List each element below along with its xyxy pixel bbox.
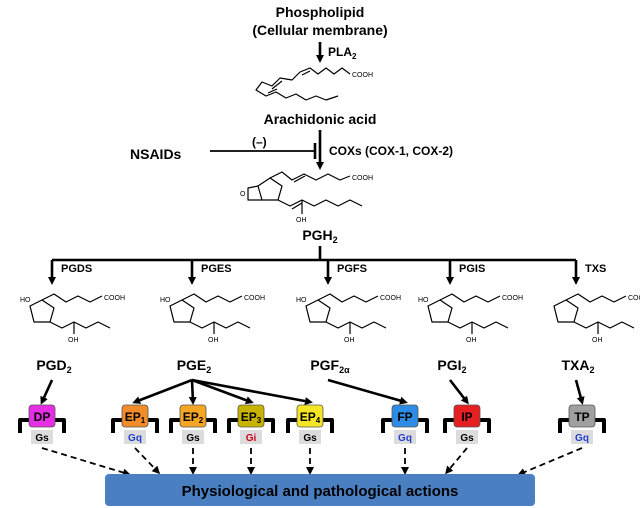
coxs-label: COXs (COX-1, COX-2): [329, 144, 453, 158]
pla2-label: PLA2: [328, 45, 357, 61]
cooh-label: COOH: [244, 295, 265, 302]
product-label: PGI2: [437, 357, 466, 375]
enzyme-label: TXS: [585, 263, 606, 275]
membrane-label: (Cellular membrane): [252, 22, 387, 38]
oh-label: OH: [592, 337, 603, 344]
svg-text:FP: FP: [397, 410, 412, 424]
product-structure: COOH OH HO: [418, 293, 523, 344]
pgh2-oh-label: OH: [296, 217, 307, 224]
enzyme-label: PGDS: [61, 263, 92, 275]
cooh-label: COOH: [104, 295, 125, 302]
cooh-label: COOH: [628, 295, 640, 302]
cooh-label: COOH: [502, 295, 523, 302]
nsaids-label: NSAIDs: [130, 146, 182, 162]
product-label: PGE2: [177, 357, 212, 375]
inhibit-sign: (–): [252, 135, 267, 149]
svg-text:Gs: Gs: [186, 433, 200, 444]
svg-text:DP: DP: [34, 410, 51, 424]
actions-label: Physiological and pathological actions: [182, 483, 459, 500]
svg-text:EP1: EP1: [125, 410, 146, 425]
oh-label: OH: [344, 337, 355, 344]
product-label: PGD2: [36, 357, 71, 375]
aa-cooh-label: COOH: [352, 72, 373, 79]
product-structure: COOH OH HO: [160, 293, 265, 344]
oh-label: OH: [466, 337, 477, 344]
receptor-dp: DP Gs: [18, 404, 66, 444]
enzyme-label: PGES: [201, 263, 232, 275]
actions-box: [105, 474, 535, 506]
receptor-tp: TP Gq: [558, 404, 606, 444]
receptor-ip: IP Gs: [443, 404, 491, 444]
connectors-group: [40, 378, 585, 477]
oh-label: OH: [68, 337, 79, 344]
svg-text:Gq: Gq: [128, 433, 142, 444]
svg-text:Gi: Gi: [246, 433, 257, 444]
pgh2-structure: O COOH OH: [240, 171, 373, 224]
oh-label: OH: [208, 337, 219, 344]
svg-text:Gq: Gq: [398, 433, 412, 444]
svg-text:EP2: EP2: [183, 410, 204, 425]
svg-text:EP3: EP3: [241, 410, 262, 425]
enzyme-label: PGIS: [459, 263, 485, 275]
svg-text:Gs: Gs: [35, 433, 49, 444]
svg-text:Gq: Gq: [575, 433, 589, 444]
ho-label: HO: [296, 297, 307, 304]
svg-text:Gs: Gs: [460, 433, 474, 444]
branches-group: PGDS COOH OH HO PGD2 PGES COOH OH HO PGE2 PGFS COOH…: [20, 260, 640, 375]
arachidonic-acid-structure: COOH: [255, 67, 373, 101]
enzyme-label: PGFS: [337, 263, 367, 275]
product-structure: COOH OH: [553, 293, 640, 344]
product-structure: COOH OH HO: [296, 293, 401, 344]
svg-text:TP: TP: [574, 410, 589, 424]
ho-label: HO: [418, 297, 429, 304]
svg-text:IP: IP: [461, 410, 472, 424]
arachidonic-acid-label: Arachidonic acid: [264, 111, 377, 127]
product-label: PGF2α: [310, 357, 350, 375]
cooh-label: COOH: [380, 295, 401, 302]
svg-text:O: O: [240, 191, 246, 198]
product-structure: COOH OH HO: [20, 293, 125, 344]
pgh2-cooh-label: COOH: [352, 175, 373, 182]
product-label: TXA2: [561, 357, 594, 375]
svg-text:Gs: Gs: [303, 433, 317, 444]
ho-label: HO: [160, 297, 171, 304]
receptor-fp: FP Gq: [381, 404, 429, 444]
pgh2-label: PGH2: [302, 227, 337, 245]
svg-text:EP4: EP4: [300, 410, 321, 425]
ho-label: HO: [20, 297, 31, 304]
phospholipid-label: Phospholipid: [276, 4, 365, 20]
